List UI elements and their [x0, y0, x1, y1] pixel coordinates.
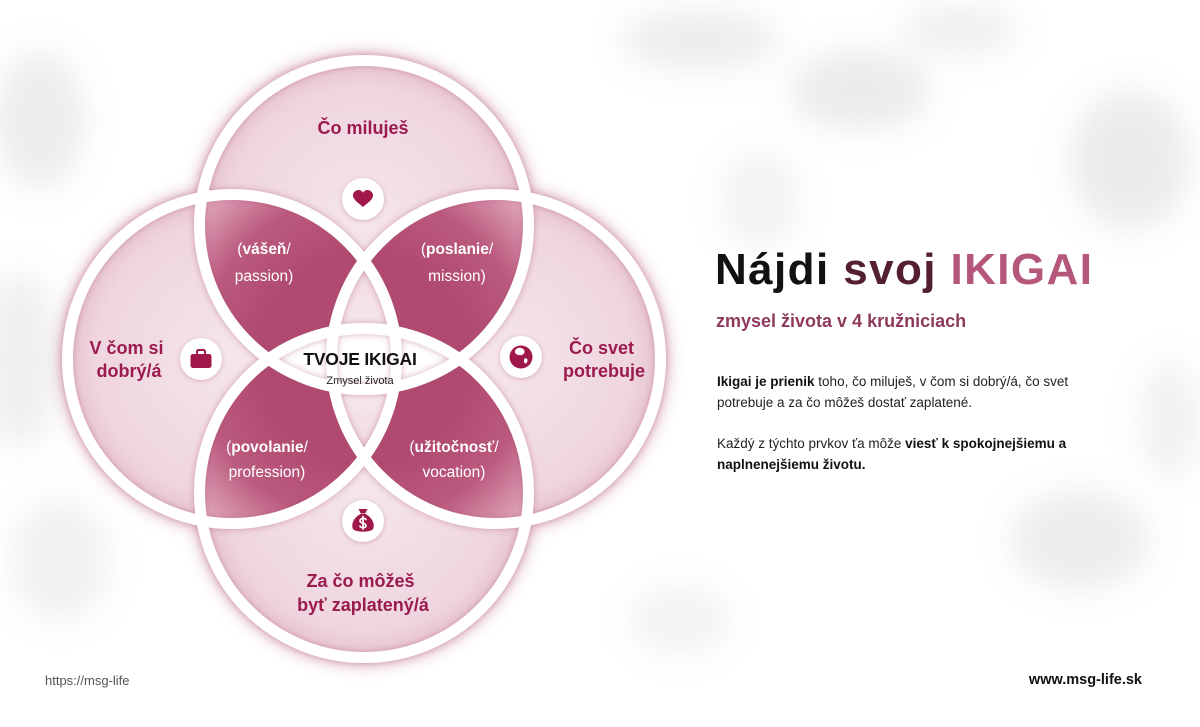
label-what-you-can-be-paid-for: Za čo môžeš byť zaplatený/á — [297, 571, 430, 615]
description-paragraph-2: Každý z týchto prvkov ťa môže viesť k sp… — [717, 433, 1066, 475]
label-line: Čo svet — [569, 337, 634, 358]
petal-translation-vocation: vocation) — [423, 464, 486, 481]
petal-label-vocation: (užitočnosť/ — [409, 439, 499, 456]
heart-icon — [353, 190, 373, 207]
background-shadows — [0, 5, 1200, 655]
briefcase-badge — [180, 338, 222, 380]
center-title: TVOJE IKIGAI — [303, 349, 416, 369]
title-part-your: svoj — [843, 245, 951, 294]
label-line: potrebuje — [563, 361, 645, 381]
label-line: Za čo môžeš — [306, 571, 414, 591]
circle-rings — [62, 55, 666, 663]
title-part-find: Nájdi — [715, 245, 844, 294]
briefcase-icon — [190, 349, 212, 368]
globe-icon — [509, 345, 533, 369]
label-what-world-needs: Čo svet potrebuje — [563, 337, 645, 381]
text: Každý z týchto prvkov ťa môže — [717, 436, 906, 451]
footer-url-left: https://msg-life — [45, 673, 130, 688]
petal-label-mission: (poslanie/ — [421, 241, 494, 258]
text: toho, čo miluješ, v čom si dobrý/á, čo s… — [814, 374, 1069, 389]
paragraph-line: potrebuje a za čo môžeš dostať zaplatené… — [717, 395, 972, 410]
globe-badge — [500, 336, 542, 378]
label-line: byť zaplatený/á — [297, 595, 430, 615]
petal-label-profession: (povolanie/ — [226, 439, 309, 456]
label-line: dobrý/á — [96, 361, 162, 381]
emphasis: naplnenejšiemu životu. — [717, 457, 866, 472]
money-bag-badge — [342, 500, 384, 542]
title-part-ikigai: IKIGAI — [950, 245, 1094, 294]
petal-translation-profession: profession) — [229, 464, 306, 481]
description-paragraph-1: Ikigai je prienik toho, čo miluješ, v čo… — [717, 371, 1068, 413]
emphasis: Ikigai je prienik — [717, 374, 815, 389]
emphasis: viesť k spokojnejšiemu a — [905, 436, 1067, 451]
paragraph-line: naplnenejšiemu životu. — [717, 454, 1066, 475]
label-what-you-love: Čo miluješ — [317, 117, 408, 138]
petal-translation-passion: passion) — [235, 268, 294, 285]
petal-label-passion: (vášeň/ — [237, 241, 291, 258]
heart-badge — [342, 178, 384, 220]
label-line: V čom si — [89, 338, 163, 358]
center-subtitle: Zmysel života — [326, 375, 394, 387]
page-title: Nájdi svoj IKIGAI — [715, 248, 1093, 292]
paragraph-line: Každý z týchto prvkov ťa môže viesť k sp… — [717, 433, 1066, 454]
money-bag-icon — [352, 509, 374, 532]
petal-translation-mission: mission) — [428, 268, 486, 285]
label-what-you-are-good-at: V čom si dobrý/á — [89, 338, 168, 381]
page-subtitle: zmysel života v 4 kružniciach — [716, 311, 967, 331]
paragraph-line: Ikigai je prienik toho, čo miluješ, v čo… — [717, 371, 1068, 392]
footer-website: www.msg-life.sk — [1028, 672, 1142, 688]
